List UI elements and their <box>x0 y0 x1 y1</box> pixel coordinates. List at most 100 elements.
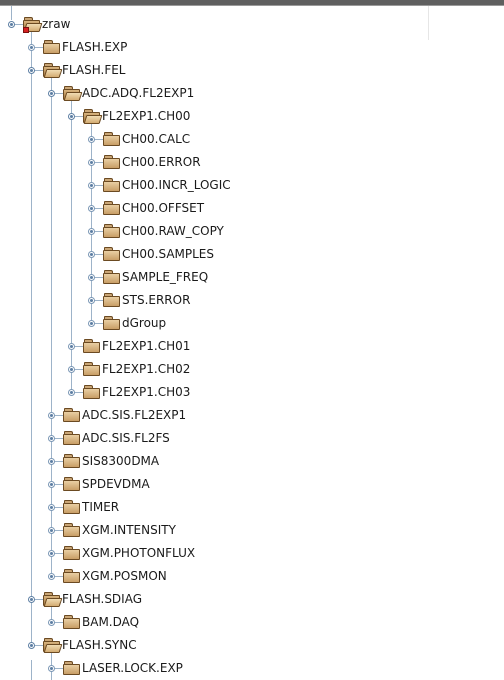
tree-connector-line <box>95 323 103 324</box>
tree-connector-line <box>55 93 63 94</box>
tree-node-label-laser-lock-exp[interactable]: LASER.LOCK.EXP <box>82 661 183 675</box>
tree-node-label-adc-sis-fl2exp1[interactable]: ADC.SIS.FL2EXP1 <box>82 408 187 422</box>
expand-toggle-icon[interactable] <box>48 573 55 580</box>
tree-connector-line <box>55 507 63 508</box>
expand-toggle-icon[interactable] <box>68 366 75 373</box>
tree-node-label-fl2exp1-ch00[interactable]: FL2EXP1.CH00 <box>102 109 191 123</box>
tree-top-border <box>0 0 504 6</box>
tree-node-label-ch00-raw-copy[interactable]: CH00.RAW_COPY <box>122 224 224 238</box>
expand-toggle-icon[interactable] <box>48 504 55 511</box>
tree-node-label-sample-freq[interactable]: SAMPLE_FREQ <box>122 270 209 284</box>
expand-toggle-icon[interactable] <box>48 619 55 626</box>
tree-node-label-flash-sdiag[interactable]: FLASH.SDIAG <box>62 592 143 606</box>
tree-node-label-ch00-calc[interactable]: CH00.CALC <box>122 132 191 146</box>
expand-toggle-icon[interactable] <box>88 182 95 189</box>
tree-connector-line <box>31 660 32 680</box>
tree-node-label-dgroup[interactable]: dGroup <box>122 316 167 330</box>
expand-toggle-icon[interactable] <box>48 412 55 419</box>
tree-connector-line <box>75 116 83 117</box>
tree-connector-line <box>71 101 72 392</box>
folder-icon <box>103 155 120 169</box>
tree-node-label-ch00-samples[interactable]: CH00.SAMPLES <box>122 247 215 261</box>
expand-toggle-icon[interactable] <box>88 274 95 281</box>
expand-toggle-icon[interactable] <box>68 343 75 350</box>
folder-icon <box>63 408 80 422</box>
tree-node-label-fl2exp1-ch02[interactable]: FL2EXP1.CH02 <box>102 362 191 376</box>
tree-connector-line <box>75 369 83 370</box>
folder-icon <box>103 224 120 238</box>
tree-node-label-fl2exp1-ch01[interactable]: FL2EXP1.CH01 <box>102 339 191 353</box>
tree-connector-line <box>95 139 103 140</box>
expand-toggle-icon[interactable] <box>28 67 35 74</box>
expand-toggle-icon[interactable] <box>88 136 95 143</box>
tree-connector-line <box>95 208 103 209</box>
tree-node-label-ch00-offset[interactable]: CH00.OFFSET <box>122 201 205 215</box>
folder-open-icon <box>43 63 63 78</box>
expand-toggle-icon[interactable] <box>68 113 75 120</box>
folder-icon <box>63 523 80 537</box>
tree-node-label-adc-sis-fl2fs[interactable]: ADC.SIS.FL2FS <box>82 431 170 445</box>
tree-node-label-sts-error[interactable]: STS.ERROR <box>122 293 191 307</box>
tree-connector-line <box>35 645 43 646</box>
folder-icon <box>83 385 100 399</box>
expand-toggle-icon[interactable] <box>88 205 95 212</box>
folder-icon <box>63 569 80 583</box>
expand-toggle-icon[interactable] <box>48 481 55 488</box>
tree-node-label-zraw[interactable]: zraw <box>42 17 71 31</box>
tree-connector-line <box>95 254 103 255</box>
expand-toggle-icon[interactable] <box>88 228 95 235</box>
tree-connector-line <box>55 415 63 416</box>
folder-icon <box>63 546 80 560</box>
expand-toggle-icon[interactable] <box>88 320 95 327</box>
tree-connector-line <box>55 438 63 439</box>
tree-node-label-adc-adq-fl2exp1[interactable]: ADC.ADQ.FL2EXP1 <box>82 86 195 100</box>
expand-toggle-icon[interactable] <box>68 389 75 396</box>
folder-icon <box>103 201 120 215</box>
expand-toggle-icon[interactable] <box>48 90 55 97</box>
tree-node-label-spdevdma[interactable]: SPDEVDMA <box>82 477 150 491</box>
expand-toggle-icon[interactable] <box>88 297 95 304</box>
folder-open-icon <box>43 638 63 653</box>
expand-toggle-icon[interactable] <box>48 550 55 557</box>
tree-node-label-fl2exp1-ch03[interactable]: FL2EXP1.CH03 <box>102 385 191 399</box>
tree-node-label-ch00-incr-logic[interactable]: CH00.INCR_LOGIC <box>122 178 231 192</box>
tree-node-label-xgm-photonflux[interactable]: XGM.PHOTONFLUX <box>82 546 196 560</box>
expand-toggle-icon[interactable] <box>28 596 35 603</box>
tree-connector-line <box>11 6 12 20</box>
tree-connector-line <box>55 530 63 531</box>
expand-toggle-icon[interactable] <box>88 159 95 166</box>
tree-connector-line <box>95 162 103 163</box>
tree-connector-line <box>95 277 103 278</box>
expand-toggle-icon[interactable] <box>48 527 55 534</box>
expand-toggle-icon[interactable] <box>88 251 95 258</box>
tree-connector-line <box>51 78 52 576</box>
tree-node-label-sis8300dma[interactable]: SIS8300DMA <box>82 454 160 468</box>
tree-node-label-bam-daq[interactable]: BAM.DAQ <box>82 615 140 629</box>
folder-open-icon <box>63 86 83 101</box>
tree-node-label-xgm-intensity[interactable]: XGM.INTENSITY <box>82 523 176 537</box>
tree-connector-line <box>75 346 83 347</box>
tree-connector-line <box>75 392 83 393</box>
folder-icon <box>103 270 120 284</box>
folder-icon <box>43 40 60 54</box>
expand-toggle-icon[interactable] <box>28 642 35 649</box>
tree-connector-line <box>55 668 63 669</box>
tree-connector-line <box>95 185 103 186</box>
tree-node-label-xgm-posmon[interactable]: XGM.POSMON <box>82 569 167 583</box>
expand-toggle-icon[interactable] <box>8 21 15 28</box>
tree-node-label-ch00-error[interactable]: CH00.ERROR <box>122 155 201 169</box>
tree-connector-line <box>91 124 92 323</box>
tree-node-label-timer[interactable]: TIMER <box>82 500 120 514</box>
expand-toggle-icon[interactable] <box>28 44 35 51</box>
tree-node-label-flash-exp[interactable]: FLASH.EXP <box>62 40 128 54</box>
folder-icon <box>63 615 80 629</box>
expand-toggle-icon[interactable] <box>48 458 55 465</box>
folder-icon <box>103 293 120 307</box>
tree-node-label-flash-sync[interactable]: FLASH.SYNC <box>62 638 137 652</box>
tree-connector-line <box>55 576 63 577</box>
tree-connector-line <box>55 553 63 554</box>
tree-connector-line <box>95 231 103 232</box>
tree-node-label-flash-fel[interactable]: FLASH.FEL <box>62 63 126 77</box>
expand-toggle-icon[interactable] <box>48 665 55 672</box>
expand-toggle-icon[interactable] <box>48 435 55 442</box>
